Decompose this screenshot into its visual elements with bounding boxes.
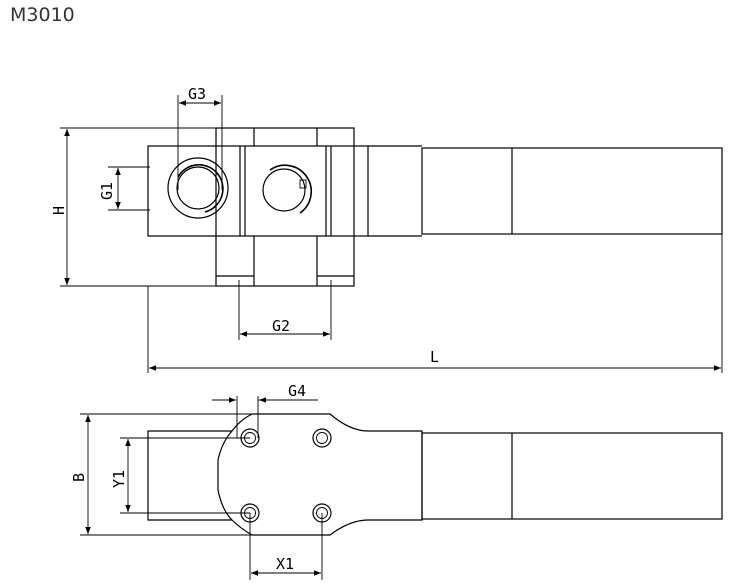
page-title: M3010 xyxy=(10,4,75,26)
label-g3: G3 xyxy=(188,85,206,103)
label-b: B xyxy=(70,473,88,482)
label-y1: Y1 xyxy=(110,470,128,488)
label-l: L xyxy=(430,348,439,366)
label-g2: G2 xyxy=(272,317,290,335)
bottom-bar xyxy=(421,432,723,520)
top-port-outer xyxy=(167,157,229,219)
top-bar xyxy=(421,147,723,235)
label-g4: G4 xyxy=(288,382,306,400)
label-g1: G1 xyxy=(98,182,116,200)
label-h: H xyxy=(50,206,68,215)
bottom-holes xyxy=(240,428,332,523)
top-port-inner xyxy=(176,166,220,210)
top-center-body xyxy=(215,127,355,287)
top-port2-inner xyxy=(262,168,306,212)
bottom-body xyxy=(217,413,423,536)
bottom-back-plate xyxy=(147,430,232,521)
top-main-block xyxy=(147,145,369,237)
label-x1: X1 xyxy=(276,555,294,573)
bottom-view: B Y1 G4 X1 xyxy=(70,382,723,580)
top-view: H G1 G3 G2 L xyxy=(50,85,723,373)
